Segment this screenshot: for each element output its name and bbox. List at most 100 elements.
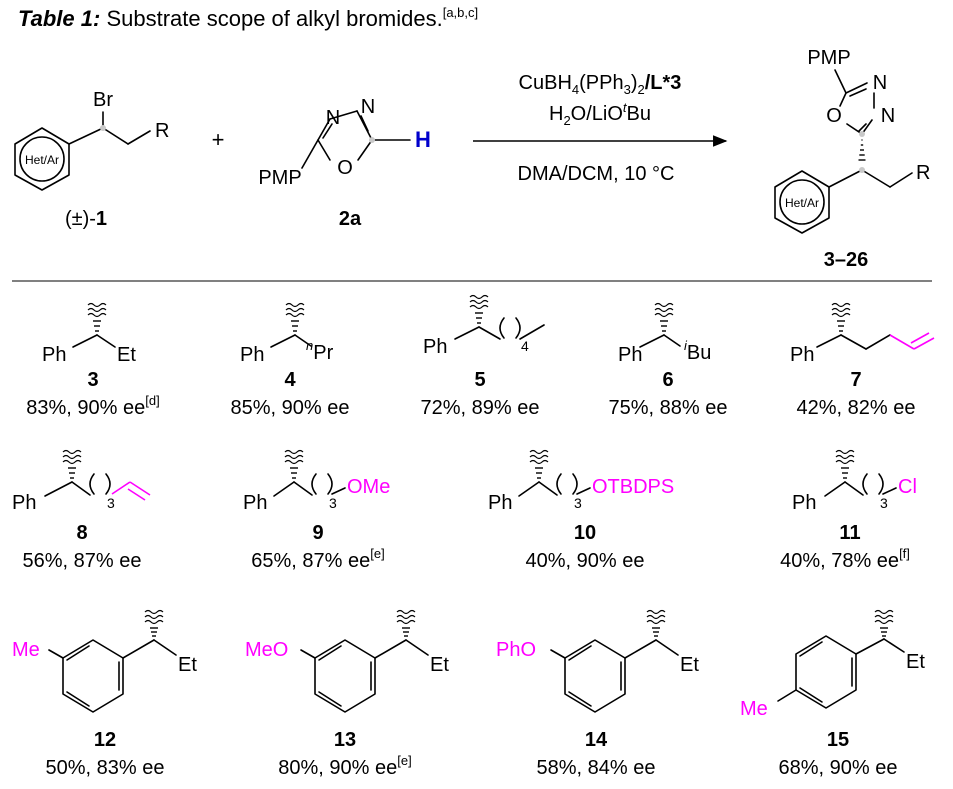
entry-3-structure: Ph Et (42, 302, 136, 366)
compound-number: 15 (827, 729, 849, 751)
entry-11-structure: Ph 3 Cl (792, 449, 917, 514)
entry-8-structure: Ph 3 (12, 449, 151, 514)
condition-additive: H2O/LiOtBu (549, 100, 651, 128)
ph-label: Ph (488, 492, 512, 514)
atom-n: N (361, 96, 375, 118)
atom-n: N (873, 72, 887, 94)
plus-sign: + (212, 127, 225, 152)
otbdps-label: OTBDPS (592, 476, 674, 498)
reagent-1-ring-label: Het/Ar (25, 153, 59, 167)
yield-ee: 83%, 90% ee[d] (26, 393, 159, 419)
et-label: Et (680, 654, 699, 676)
repeat-count: 4 (521, 338, 529, 354)
condition-solvent: DMA/DCM, 10 °C (518, 163, 675, 185)
stereo-center-dot (100, 125, 106, 131)
product-id: 3–26 (824, 249, 869, 271)
compound-number: 12 (94, 729, 116, 751)
reagent-2-structure: N N O H PMP 2a (258, 96, 431, 230)
et-label: Et (906, 651, 925, 673)
methyl-label: Me (12, 639, 40, 661)
atom-br: Br (93, 89, 113, 111)
entry-10-structure: Ph 3 OTBDPS (488, 449, 674, 514)
pmp-label: PMP (258, 167, 301, 189)
table-caption-text: Substrate scope of alkyl bromides. (100, 6, 442, 31)
reagent-1-id: (±)-1 (65, 208, 107, 230)
product-ring-label: Het/Ar (785, 196, 819, 210)
atom-r: R (155, 120, 169, 142)
methoxy-label: OMe (347, 476, 390, 498)
stereo-center-dot (859, 167, 865, 173)
entry-5-structure: Ph 4 (423, 294, 545, 358)
yield-ee: 42%, 82% ee (797, 397, 916, 419)
entry-9-structure: Ph 3 OMe (243, 449, 390, 514)
entry-7-structure: Ph (790, 302, 935, 366)
yield-ee: 65%, 87% ee[e] (251, 546, 384, 572)
compound-number: 3 (87, 369, 98, 391)
compound-number: 11 (839, 522, 860, 544)
yield-ee: 56%, 87% ee (23, 550, 142, 572)
atom-o: O (826, 105, 842, 127)
compound-number: 13 (334, 729, 356, 751)
reagent-2-id: 2a (339, 208, 362, 230)
entry-4-structure: Ph nPr (240, 302, 334, 366)
ph-label: Ph (790, 344, 814, 366)
stereo-center-dot (859, 131, 865, 137)
entry-14-label: 14 58%, 84% ee (537, 729, 656, 779)
chloro-label: Cl (898, 476, 917, 498)
table-label: Table 1: (18, 6, 100, 31)
entry-4-label: 4 85%, 90% ee (231, 369, 350, 419)
compound-number: 10 (574, 522, 596, 544)
atom-o: O (337, 157, 353, 179)
repeat-count: 3 (329, 495, 337, 511)
yield-ee: 72%, 89% ee (421, 397, 540, 419)
yield-ee: 50%, 83% ee (46, 757, 165, 779)
methoxy-label: MeO (245, 639, 288, 661)
atom-r: R (916, 162, 930, 184)
product-structure: PMP N N O Het/Ar R 3–26 (774, 47, 930, 271)
et-label: Et (117, 344, 136, 366)
compound-number: 5 (474, 369, 485, 391)
ph-label: Ph (240, 344, 264, 366)
reagent-1-structure: Het/Ar Br R (±)-1 (14, 89, 169, 230)
ph-label: Ph (618, 344, 642, 366)
entry-3-label: 3 83%, 90% ee[d] (26, 369, 159, 419)
methyl-label: Me (740, 698, 768, 720)
ph-label: Ph (42, 344, 66, 366)
condition-catalyst: CuBH4(PPh3)2/L*3 (519, 72, 682, 97)
entry-8-label: 8 56%, 87% ee (23, 522, 142, 572)
compound-number: 6 (662, 369, 673, 391)
propyl-label: nPr (306, 338, 334, 364)
repeat-count: 3 (574, 495, 582, 511)
repeat-count: 3 (107, 495, 115, 511)
entry-13-label: 13 80%, 90% ee[e] (278, 729, 411, 779)
stereo-center-dot (369, 137, 375, 143)
butyl-label: iBu (684, 338, 711, 364)
entry-15-structure: Me Et (740, 609, 925, 720)
table-caption: Table 1: Substrate scope of alkyl bromid… (18, 5, 478, 31)
compound-number: 4 (284, 369, 296, 391)
compound-number: 14 (585, 729, 608, 751)
entry-11-label: 11 40%, 78% ee[f] (780, 522, 910, 572)
entry-12-label: 12 50%, 83% ee (46, 729, 165, 779)
entry-14-structure: PhO Et (496, 609, 699, 713)
entry-9-label: 9 65%, 87% ee[e] (251, 522, 384, 572)
entry-15-label: 15 68%, 90% ee (779, 729, 898, 779)
et-label: Et (178, 654, 197, 676)
entry-6-label: 6 75%, 88% ee (609, 369, 728, 419)
compound-number: 9 (312, 522, 323, 544)
atom-h: H (415, 127, 431, 152)
et-label: Et (430, 654, 449, 676)
table-caption-footnotes: [a,b,c] (443, 5, 478, 20)
ph-label: Ph (792, 492, 816, 514)
repeat-count: 3 (880, 495, 888, 511)
entry-13-structure: MeO Et (245, 609, 449, 713)
compound-number: 8 (76, 522, 87, 544)
atom-n: N (326, 107, 340, 129)
phenoxy-label: PhO (496, 639, 536, 661)
compound-number: 7 (850, 369, 861, 391)
yield-ee: 80%, 90% ee[e] (278, 753, 411, 779)
yield-ee: 40%, 90% ee (526, 550, 645, 572)
entry-5-label: 5 72%, 89% ee (421, 369, 540, 419)
pmp-label: PMP (807, 47, 850, 69)
